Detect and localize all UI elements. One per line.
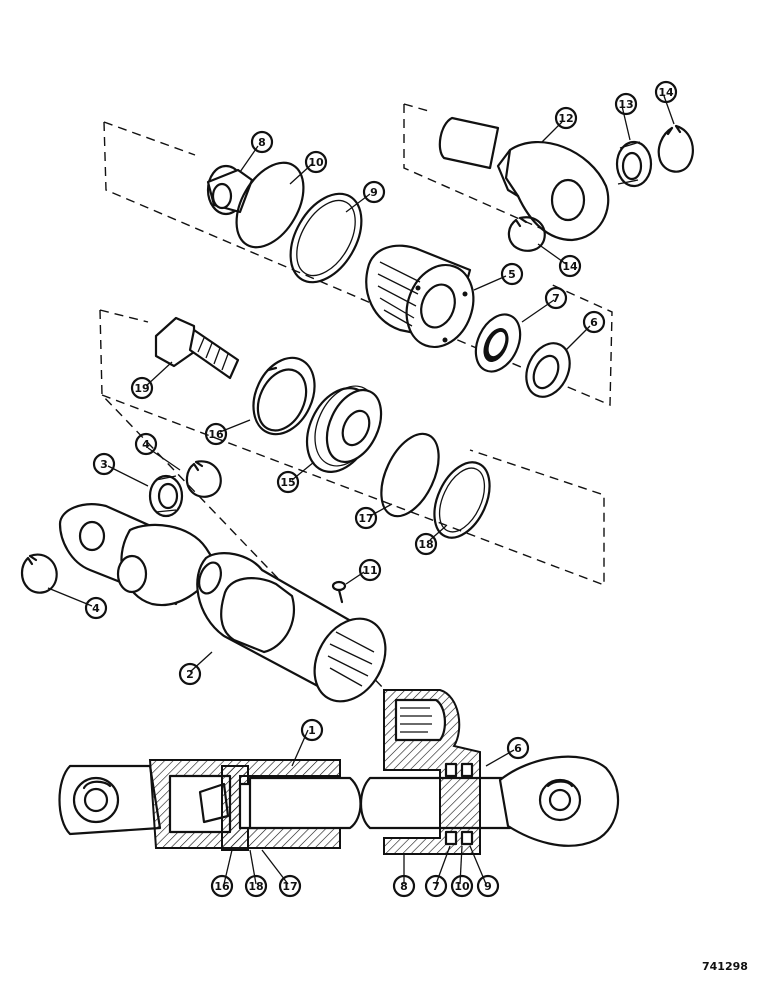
part-10-o-ring: [235, 161, 305, 249]
callout-label: 10: [308, 156, 324, 169]
part-4-snap-ring-upper: [185, 460, 222, 498]
callout-label: 19: [134, 382, 149, 395]
callout-12: 12: [554, 106, 578, 130]
upper-group-outline: [103, 103, 613, 407]
callout-label: 15: [280, 476, 295, 489]
part-14-snap-ring-lower: [507, 216, 546, 252]
callout-label: 10: [454, 880, 470, 893]
callout-10-assembled: 10: [450, 874, 474, 898]
callout-2: 2: [178, 662, 202, 686]
callout-label: 6: [590, 316, 598, 329]
callout-label: 9: [370, 186, 378, 199]
callout-17-exploded: 17: [354, 506, 378, 530]
part-7-seal: [474, 313, 522, 373]
callout-8-exploded: 8: [250, 130, 274, 154]
part-3-bushing: [148, 474, 184, 518]
callout-label: 12: [558, 112, 573, 125]
callout-label: 18: [248, 880, 263, 893]
callout-label: 11: [362, 564, 377, 577]
callout-18-assembled: 18: [244, 874, 268, 898]
callout-1: 1: [300, 718, 324, 742]
part-6-wiper: [525, 342, 571, 398]
part-8-bushing: [206, 164, 254, 216]
callout-label: 4: [142, 438, 150, 451]
part-12-rod-eye: [438, 116, 610, 242]
callout-label: 18: [418, 538, 433, 551]
callout-label: 14: [562, 260, 578, 273]
callout-16-assembled: 16: [210, 874, 234, 898]
callout-label: 7: [552, 292, 560, 305]
callout-16-exploded: 16: [204, 422, 228, 446]
callout-7-assembled: 7: [424, 874, 448, 898]
callout-9-assembled: 9: [476, 874, 500, 898]
part-2-cylinder-tube: [58, 503, 387, 703]
callout-14-lower: 14: [558, 254, 582, 278]
callout-13: 13: [614, 92, 638, 116]
callout-label: 6: [514, 742, 522, 755]
callout-label: 16: [214, 880, 230, 893]
part-13-bushing: [615, 140, 653, 188]
part-17-o-ring: [380, 432, 440, 518]
callout-5: 5: [500, 262, 524, 286]
callout-label: 9: [484, 880, 492, 893]
callout-3: 3: [92, 452, 116, 476]
part-5-cylinder-head: [365, 244, 475, 349]
callout-11: 11: [358, 558, 382, 582]
callout-label: 13: [618, 98, 633, 111]
callout-9-exploded: 9: [362, 180, 386, 204]
callout-label: 8: [400, 880, 408, 893]
callout-8-assembled: 8: [392, 874, 416, 898]
callout-label: 1: [308, 724, 316, 737]
callout-4-lower: 4: [84, 596, 108, 620]
callout-label: 5: [508, 268, 516, 281]
callout-label: 16: [208, 428, 224, 441]
callout-label: 3: [100, 458, 108, 471]
assembled-cylinder-section: [58, 689, 620, 855]
callout-10-exploded: 10: [304, 150, 328, 174]
callout-6-assembled: 6: [506, 736, 530, 760]
callout-label: 14: [658, 86, 674, 99]
part-4-snap-ring-lower: [20, 553, 58, 594]
callout-7-exploded: 7: [544, 286, 568, 310]
part-9-backup-ring: [289, 192, 363, 284]
part-14-snap-ring-upper: [657, 124, 694, 173]
callout-14-upper: 14: [654, 80, 678, 104]
callout-17-assembled: 17: [278, 874, 302, 898]
callout-label: 2: [186, 668, 194, 681]
part-11-screw: [331, 580, 347, 604]
callout-15: 15: [276, 470, 300, 494]
callout-18-exploded: 18: [414, 532, 438, 556]
part-16-wear-ring: [252, 356, 316, 436]
part-15-piston: [305, 385, 383, 473]
callout-4-upper: 4: [134, 432, 158, 456]
drawing-number: 741298: [702, 960, 748, 973]
callout-6-exploded: 6: [582, 310, 606, 334]
callout-label: 4: [92, 602, 100, 615]
middle-group-outline: [99, 309, 605, 691]
part-19-bolt: [154, 316, 240, 380]
part-18-backup-ring: [433, 461, 491, 539]
callout-19: 19: [130, 376, 154, 400]
callout-label: 17: [282, 880, 297, 893]
callout-label: 8: [258, 136, 266, 149]
callout-label: 7: [432, 880, 440, 893]
callout-label: 17: [358, 512, 373, 525]
